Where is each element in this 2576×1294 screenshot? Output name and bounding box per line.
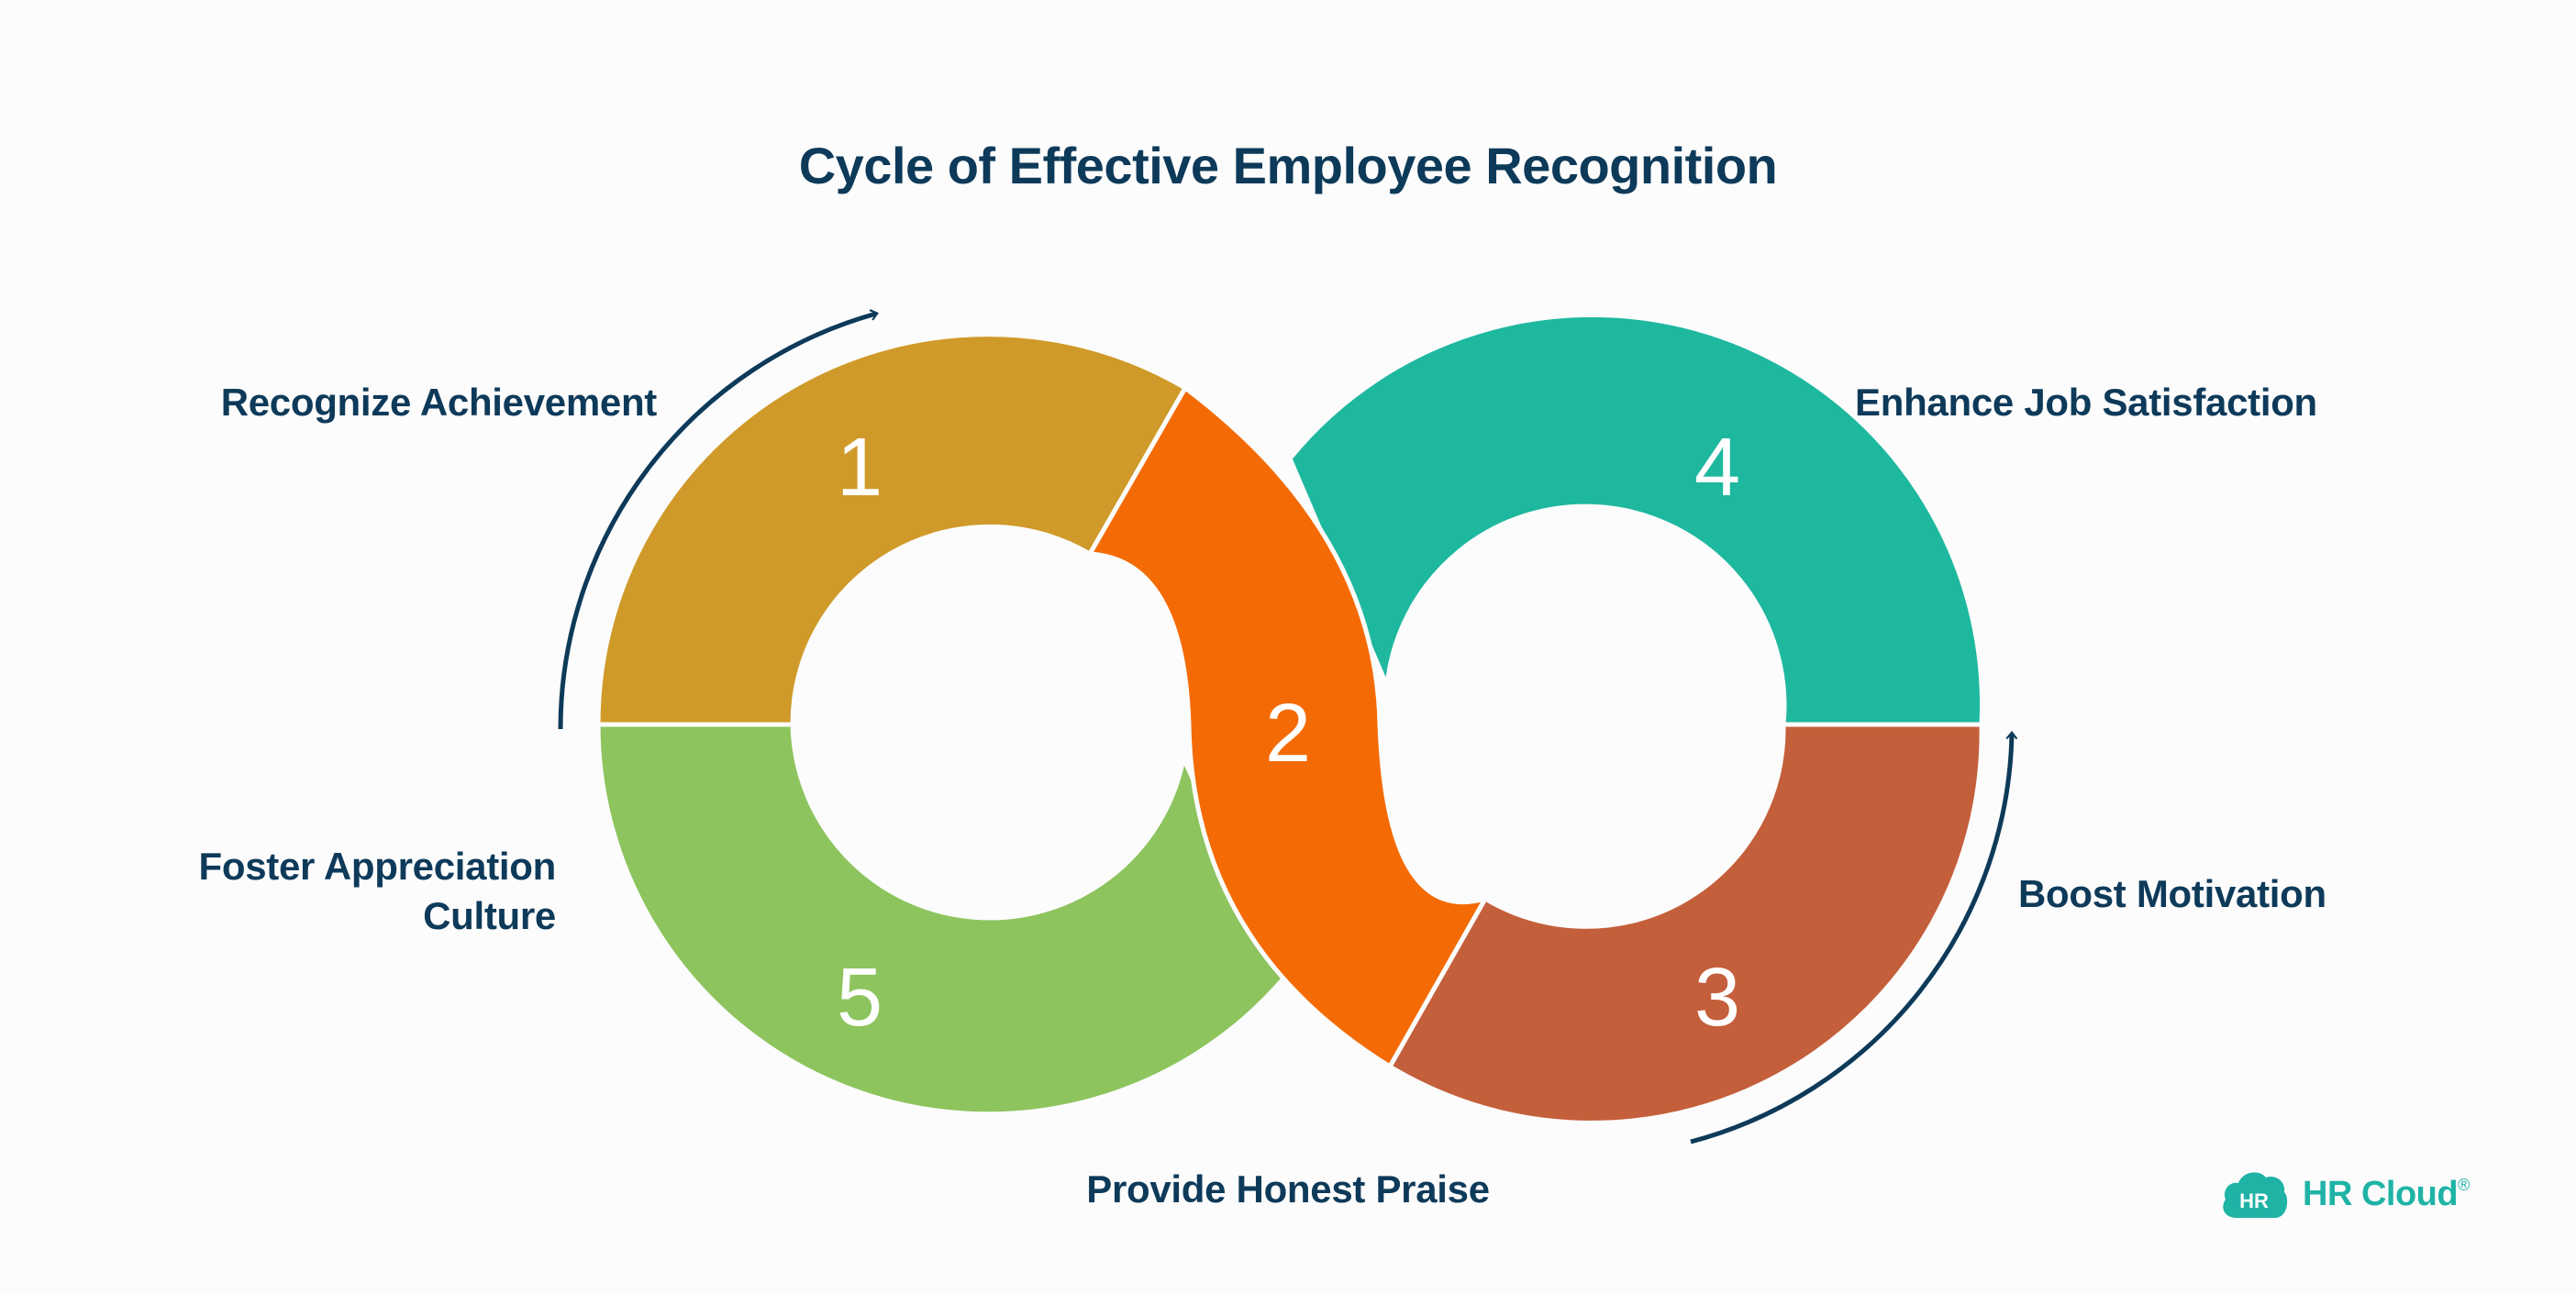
segment-1	[595, 332, 1189, 727]
step-label-1: Recognize Achievement	[220, 381, 658, 424]
logo-registered-mark: ®	[2458, 1176, 2471, 1194]
step-label-5-line2: Culture	[423, 894, 556, 937]
step-number-2: 2	[1265, 688, 1311, 780]
logo-text: HR Cloud	[2303, 1174, 2459, 1213]
step-number-3: 3	[1694, 952, 1740, 1044]
step-label-5: Foster Appreciation Culture	[97, 842, 557, 941]
segment-4	[1287, 312, 1985, 727]
step-label-4: Enhance Job Satisfaction	[1855, 381, 2317, 424]
step-label-2: Provide Honest Praise	[1086, 1167, 1490, 1211]
step-label-5-line1: Foster Appreciation	[198, 845, 557, 888]
step-number-5: 5	[837, 952, 883, 1044]
cycle-arrow-icon	[558, 309, 879, 730]
segment-2	[1085, 384, 1491, 1070]
diagram-title: Cycle of Effective Employee Recognition	[798, 137, 1778, 194]
right-ring-hole	[1391, 529, 1782, 920]
cycle-arrow-icon	[1690, 730, 2018, 1145]
logo-badge-text: HR	[2239, 1189, 2269, 1212]
cloud-logo-icon: HR	[2223, 1172, 2288, 1218]
step-number-1: 1	[837, 422, 883, 514]
step-label-3: Boost Motivation	[2018, 872, 2326, 915]
step-number-4: 4	[1694, 422, 1740, 514]
segment-3	[1386, 722, 1984, 1125]
hr-cloud-logo: HR HR Cloud®	[2218, 1165, 2470, 1223]
left-ring-hole	[793, 529, 1183, 920]
